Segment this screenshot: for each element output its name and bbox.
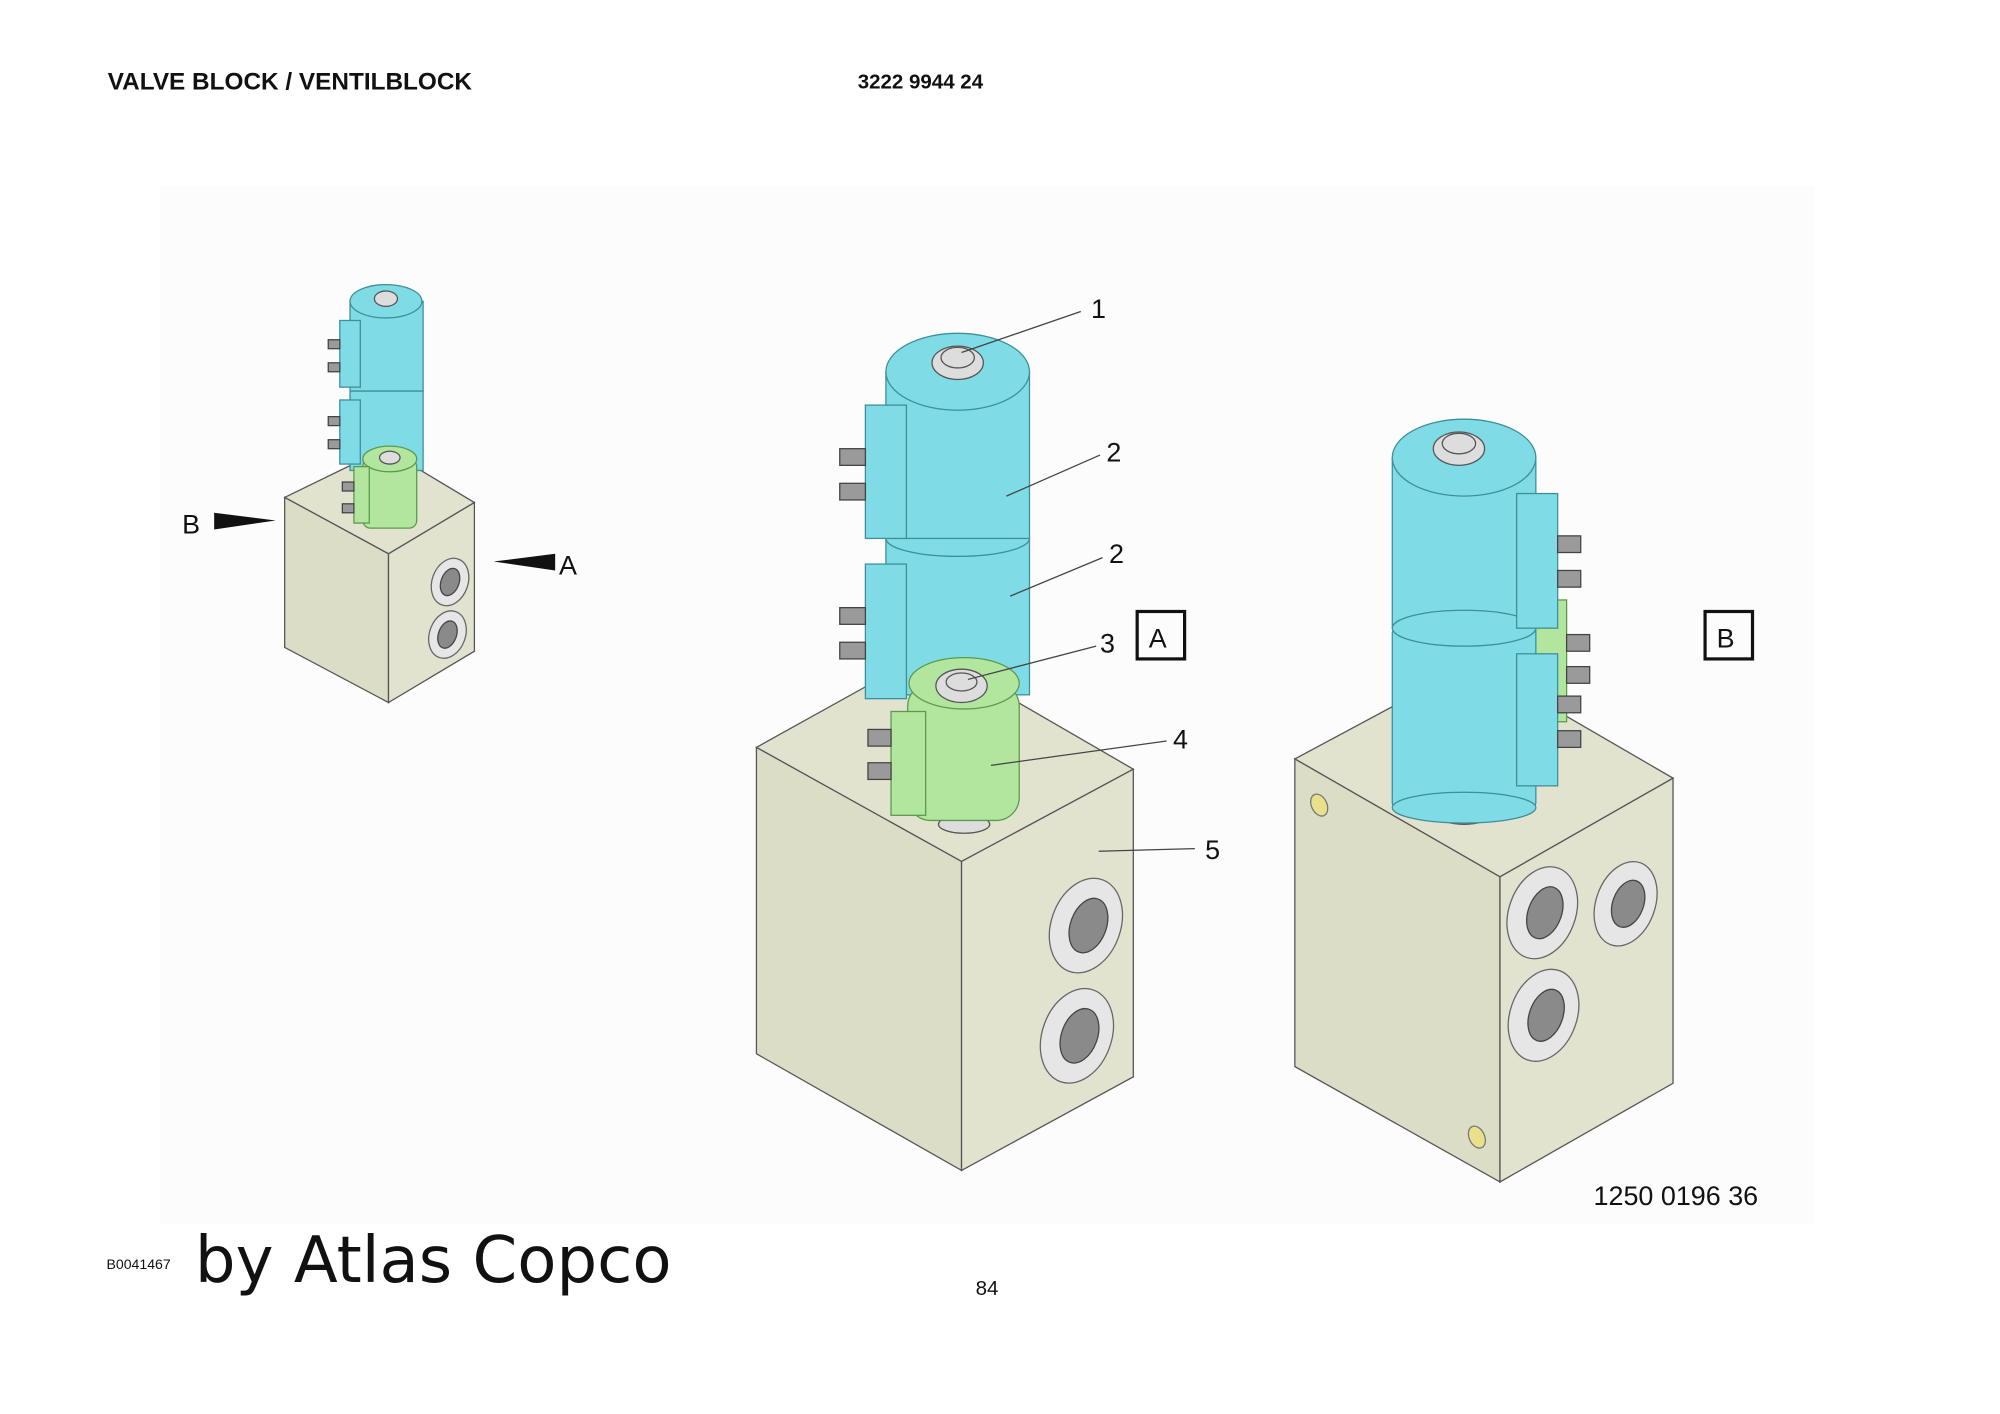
view-a-box: [1135, 609, 1187, 661]
page-title: VALVE BLOCK / VENTILBLOCK: [108, 69, 473, 96]
callout-3: 3: [1100, 629, 1115, 659]
view-arrow-b-label: B: [182, 509, 200, 539]
callout-2-upper: 2: [1106, 438, 1121, 468]
view-arrow-a-label: A: [559, 550, 577, 580]
watermark: by Atlas Copco: [195, 1224, 672, 1298]
part-number: 3222 9944 24: [858, 70, 984, 93]
callout-2-lower: 2: [1109, 539, 1124, 569]
view-arrow-a-icon: [493, 553, 556, 571]
callout-1: 1: [1091, 294, 1106, 324]
view-b-valve-block: [1293, 418, 1675, 1184]
page-number: 84: [976, 1277, 999, 1300]
view-a-label: A: [1149, 623, 1167, 653]
doc-code: B0041467: [106, 1256, 170, 1272]
overview-valve-block: [283, 283, 476, 704]
callout-4: 4: [1173, 725, 1188, 755]
callout-leaders: [961, 310, 1195, 852]
drawing-number: 1250 0196 36: [1594, 1181, 1759, 1211]
view-arrow-b-icon: [214, 512, 276, 530]
view-b-label: B: [1717, 623, 1735, 653]
callout-5: 5: [1205, 835, 1220, 865]
view-b-box: [1703, 609, 1755, 661]
